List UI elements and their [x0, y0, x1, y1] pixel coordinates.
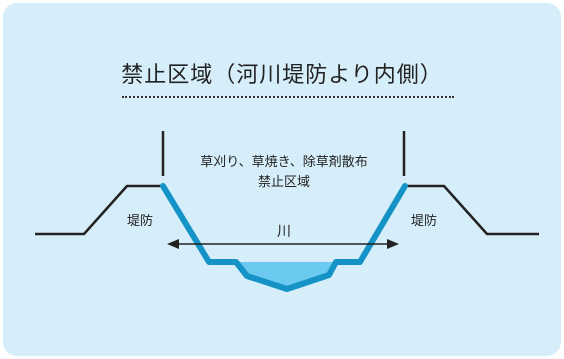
- river-channel-profile: [160, 183, 408, 292]
- river-width-arrowhead-left: [167, 239, 179, 249]
- right-bank-label: 堤防: [411, 213, 437, 229]
- river-width-arrowhead-right: [387, 239, 399, 249]
- left-embankment-outer-line: [35, 184, 163, 236]
- right-embankment-outer-line: [405, 184, 539, 236]
- zone-text-line1: 草刈り、草焼き、除草剤散布: [200, 154, 368, 170]
- river-water: [236, 262, 336, 289]
- diagram-panel: 禁止区域（河川堤防より内側）: [3, 3, 561, 356]
- zone-text-line2: 禁止区域: [258, 175, 310, 190]
- diagram-title: 禁止区域（河川堤防より内側）: [121, 63, 443, 88]
- river-label: 川: [277, 224, 291, 240]
- title-dotted-underline: [122, 96, 454, 98]
- left-bank-label: 堤防: [127, 213, 153, 229]
